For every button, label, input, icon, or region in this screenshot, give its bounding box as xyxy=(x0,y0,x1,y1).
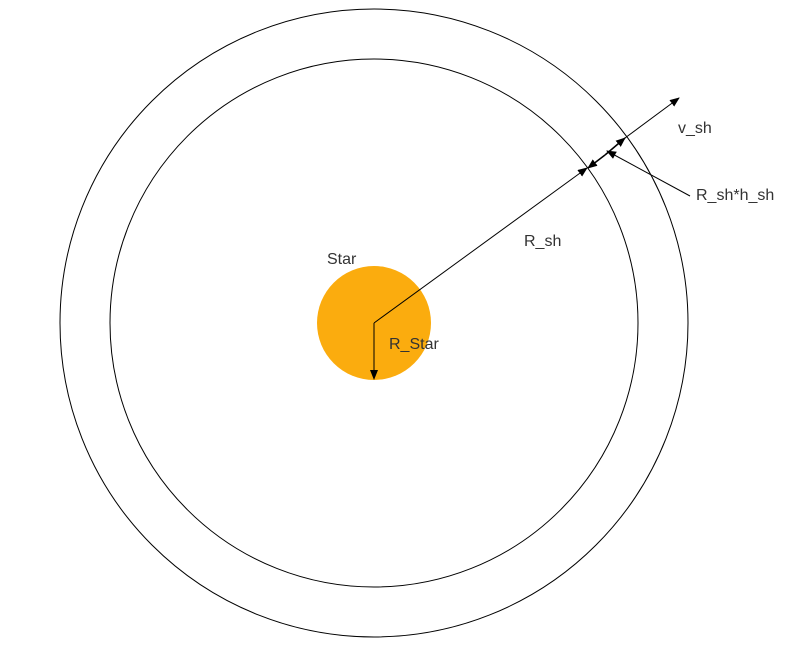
shell-thickness-arrow-out xyxy=(604,137,626,156)
shell-thickness-arrow-in xyxy=(587,154,606,169)
shell-thickness-label: R_sh*h_sh xyxy=(696,187,774,204)
inner-shell-circle xyxy=(109,58,639,588)
outer-shell-circle xyxy=(59,8,689,638)
r-sh-label: R_sh xyxy=(524,233,561,250)
v-sh-arrow xyxy=(624,97,680,139)
star-label: Star xyxy=(327,251,357,268)
shell-thickness-pointer xyxy=(606,150,691,197)
r-star-label: R_Star xyxy=(389,336,439,353)
r-sh-arrow xyxy=(373,167,588,324)
velocity-label: v_sh xyxy=(678,120,712,137)
